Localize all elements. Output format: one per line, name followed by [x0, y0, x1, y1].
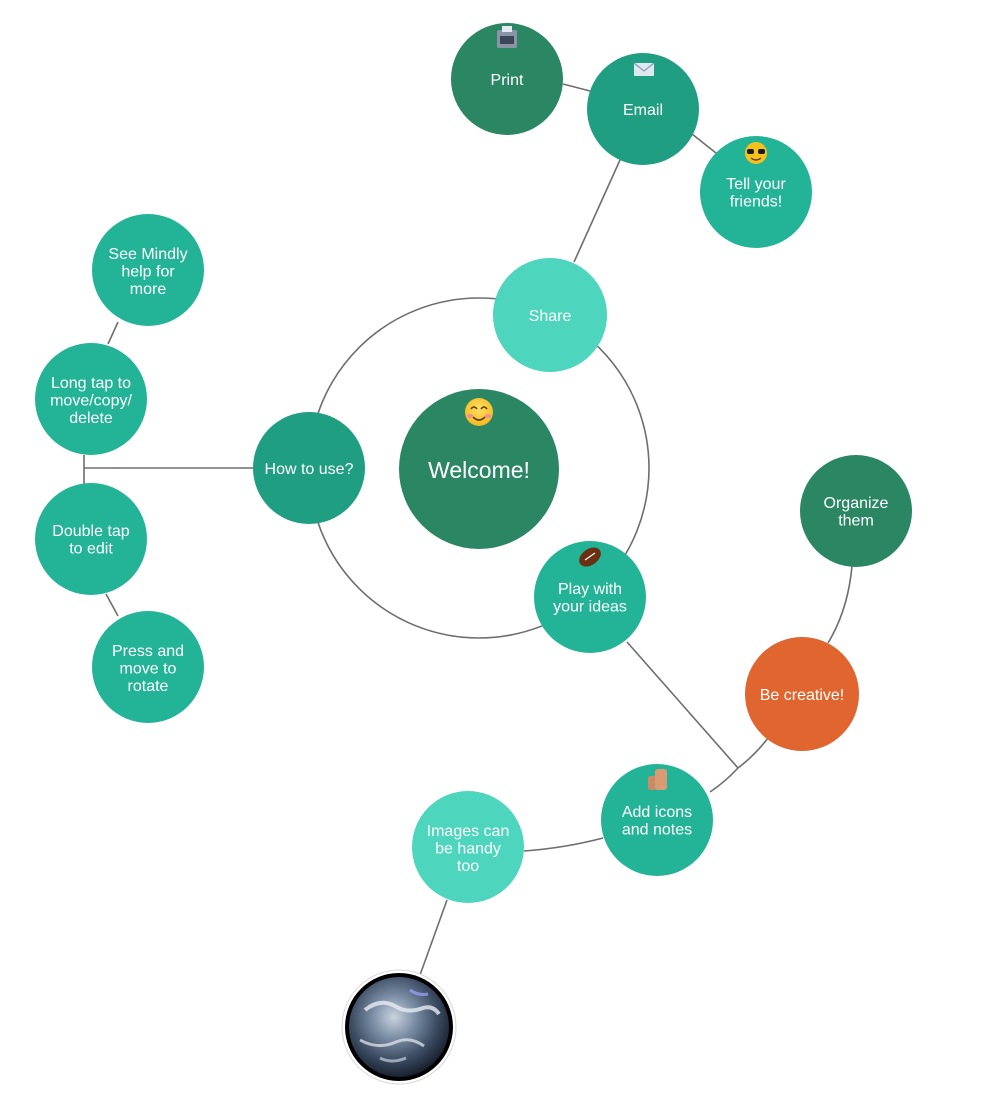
node-be-creative[interactable]: Be creative! [745, 637, 859, 751]
node-label-line: them [838, 513, 874, 530]
node-label-line: move to [120, 661, 177, 678]
node-welcome[interactable]: Welcome! [399, 389, 559, 549]
node-label-line: See Mindly [108, 246, 187, 263]
node-label: Welcome! [428, 457, 530, 483]
node-label-line: rotate [128, 678, 169, 695]
node-label-line: your ideas [553, 599, 627, 616]
node-print[interactable]: Print [451, 23, 563, 135]
football-icon [579, 547, 601, 567]
nodes: Welcome! Share Print Email [35, 23, 912, 1085]
node-how-to-use[interactable]: How to use? [253, 412, 365, 524]
node-email[interactable]: Email [587, 53, 699, 165]
node-label-line: Share [529, 308, 572, 325]
node-label-line: How to use? [265, 461, 354, 478]
link-junction-addicons [709, 767, 739, 793]
node-label: Share [529, 308, 572, 325]
node-label: How to use? [265, 461, 354, 478]
link-junction-creative [737, 737, 769, 769]
node-label-line: Images can [427, 823, 510, 840]
smiling-face-icon [465, 398, 493, 426]
sunglasses-face-icon [745, 142, 767, 164]
node-label-line: help for [121, 264, 175, 281]
node-label-line: be handy [435, 841, 501, 858]
link-images-earth [419, 899, 448, 976]
node-label-line: Be creative! [760, 687, 844, 704]
node-label: Print [491, 72, 524, 89]
envelope-icon [633, 62, 655, 76]
node-label-line: more [130, 281, 167, 298]
earth-image [349, 977, 449, 1077]
node-label-line: delete [69, 410, 113, 427]
node-label-line: Tell your [726, 176, 786, 193]
link-creative-organize [827, 565, 853, 644]
node-label-line: Print [491, 72, 524, 89]
node-earth[interactable] [341, 969, 457, 1085]
node-label-line: move/copy/ [50, 393, 132, 410]
node-label-line: Double tap [52, 523, 129, 540]
node-label: Be creative! [760, 687, 844, 704]
node-label-line: Play with [558, 581, 622, 598]
link-addicons-images [523, 837, 604, 852]
connections [83, 83, 853, 976]
node-label: Email [623, 102, 663, 119]
node-label-line: too [457, 858, 479, 875]
node-label-line: friends! [730, 194, 782, 211]
node-label-line: Press and [112, 643, 184, 660]
link-play-junction [626, 641, 739, 769]
link-longtap-help [107, 321, 119, 345]
link-email-friends [691, 133, 717, 154]
thumbs-up-icon [648, 769, 667, 790]
node-label-line: Email [623, 102, 663, 119]
node-label-line: Long tap to [51, 375, 131, 392]
node-share[interactable]: Share [493, 258, 607, 372]
link-print-email [562, 83, 591, 92]
link-doubletap-press [105, 593, 119, 617]
fax-machine-icon [497, 26, 517, 48]
node-label-line: Add icons [622, 804, 692, 821]
node-label-line: Organize [824, 495, 889, 512]
node-label-line: Welcome! [428, 457, 530, 483]
node-label-line: and notes [622, 822, 692, 839]
node-label-line: to edit [69, 541, 113, 558]
link-share-email [573, 159, 621, 263]
